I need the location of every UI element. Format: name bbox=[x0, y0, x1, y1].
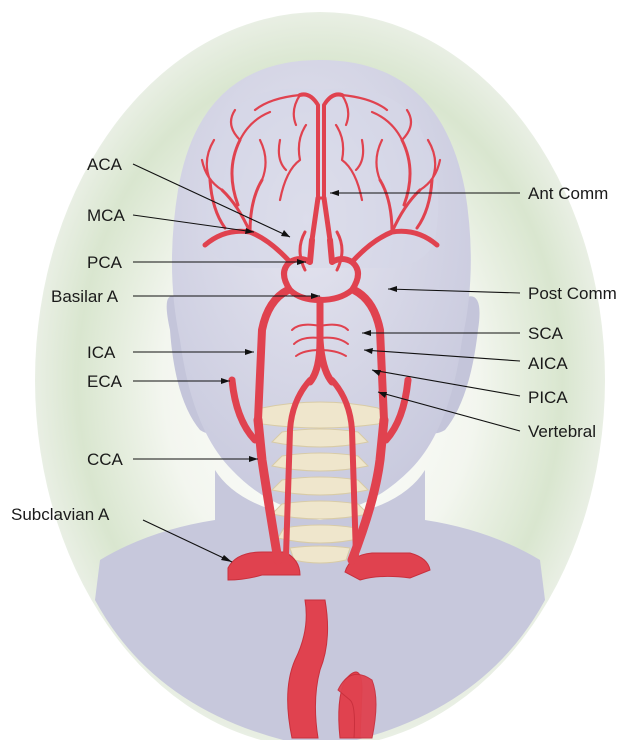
label-vertebral: Vertebral bbox=[528, 422, 596, 441]
label-eca: ECA bbox=[87, 372, 123, 391]
label-ant-comm: Ant Comm bbox=[528, 184, 608, 203]
label-sca: SCA bbox=[528, 324, 564, 343]
label-aca: ACA bbox=[87, 155, 123, 174]
label-post-comm: Post Comm bbox=[528, 284, 617, 303]
label-cca: CCA bbox=[87, 450, 124, 469]
label-mca: MCA bbox=[87, 206, 125, 225]
label-pica: PICA bbox=[528, 388, 568, 407]
label-aica: AICA bbox=[528, 354, 568, 373]
label-subclavian: Subclavian A bbox=[11, 505, 110, 524]
label-ica: ICA bbox=[87, 343, 116, 362]
label-basilar: Basilar A bbox=[51, 287, 119, 306]
label-pca: PCA bbox=[87, 253, 123, 272]
